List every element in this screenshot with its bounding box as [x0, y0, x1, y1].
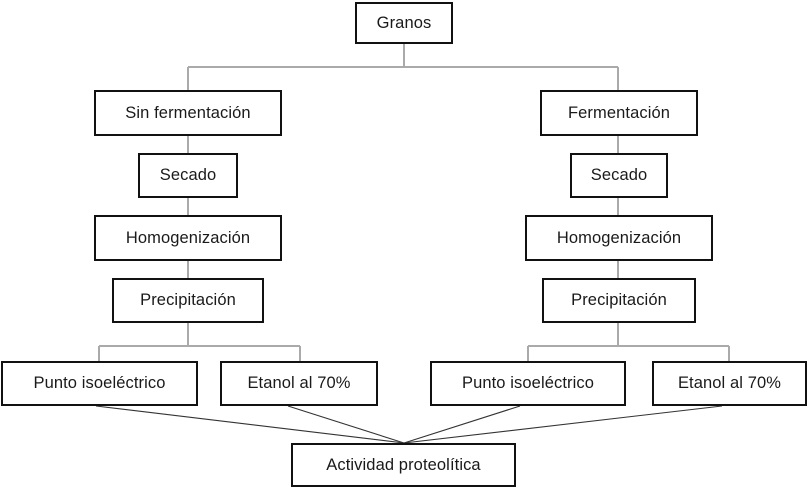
node-label: Homogenización: [556, 228, 682, 247]
node-label: Actividad proteolítica: [326, 455, 481, 474]
node-label: Punto isoeléctrico: [461, 374, 595, 393]
node-label: Granos: [376, 13, 432, 32]
node-homogenizacion-right[interactable]: Homogenización: [525, 215, 713, 261]
node-secado-left[interactable]: Secado: [138, 153, 238, 198]
node-precipitacion-left[interactable]: Precipitación: [112, 278, 264, 323]
node-punto-isoelectrico-left[interactable]: Punto isoeléctrico: [1, 361, 198, 406]
edge-punto-right-to-actividad: [403, 405, 521, 444]
node-secado-right[interactable]: Secado: [570, 153, 668, 198]
node-actividad-proteolitica[interactable]: Actividad proteolítica: [291, 443, 516, 487]
edge-etanol-right-to-actividad: [403, 405, 723, 444]
node-sin-fermentacion[interactable]: Sin fermentación: [94, 90, 282, 136]
node-homogenizacion-left[interactable]: Homogenización: [94, 215, 282, 261]
node-precipitacion-right[interactable]: Precipitación: [542, 278, 696, 323]
converging-connectors: [95, 405, 723, 444]
edge-punto-left-to-actividad: [95, 405, 405, 444]
node-label: Sin fermentación: [125, 103, 251, 122]
node-label: Secado: [590, 166, 648, 185]
node-etanol-70-left[interactable]: Etanol al 70%: [220, 361, 378, 406]
node-etanol-70-right[interactable]: Etanol al 70%: [652, 361, 807, 406]
node-granos[interactable]: Granos: [355, 2, 453, 44]
node-label: Etanol al 70%: [677, 374, 782, 393]
node-fermentacion[interactable]: Fermentación: [540, 90, 698, 136]
node-punto-isoelectrico-right[interactable]: Punto isoeléctrico: [430, 361, 626, 406]
node-label: Homogenización: [125, 228, 251, 247]
node-label: Precipitación: [140, 291, 236, 310]
node-label: Etanol al 70%: [247, 374, 351, 393]
node-label: Secado: [159, 166, 217, 185]
node-label: Fermentación: [567, 103, 671, 122]
node-label: Punto isoeléctrico: [33, 374, 166, 393]
edge-etanol-left-to-actividad: [287, 405, 405, 444]
node-label: Precipitación: [571, 291, 667, 310]
